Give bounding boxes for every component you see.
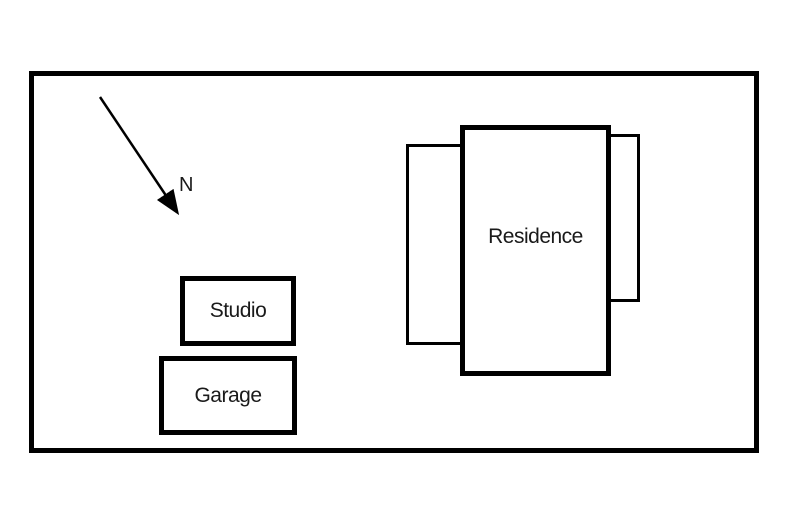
residence-label: Residence <box>488 224 583 248</box>
garage-label: Garage <box>194 383 262 407</box>
north-label: N <box>179 174 193 196</box>
garage-building: Garage <box>159 356 297 435</box>
residence-building: Residence <box>460 125 611 376</box>
residence-left-wing <box>406 144 466 345</box>
studio-building: Studio <box>180 276 296 346</box>
property-boundary <box>29 71 759 453</box>
studio-label: Studio <box>209 299 267 322</box>
